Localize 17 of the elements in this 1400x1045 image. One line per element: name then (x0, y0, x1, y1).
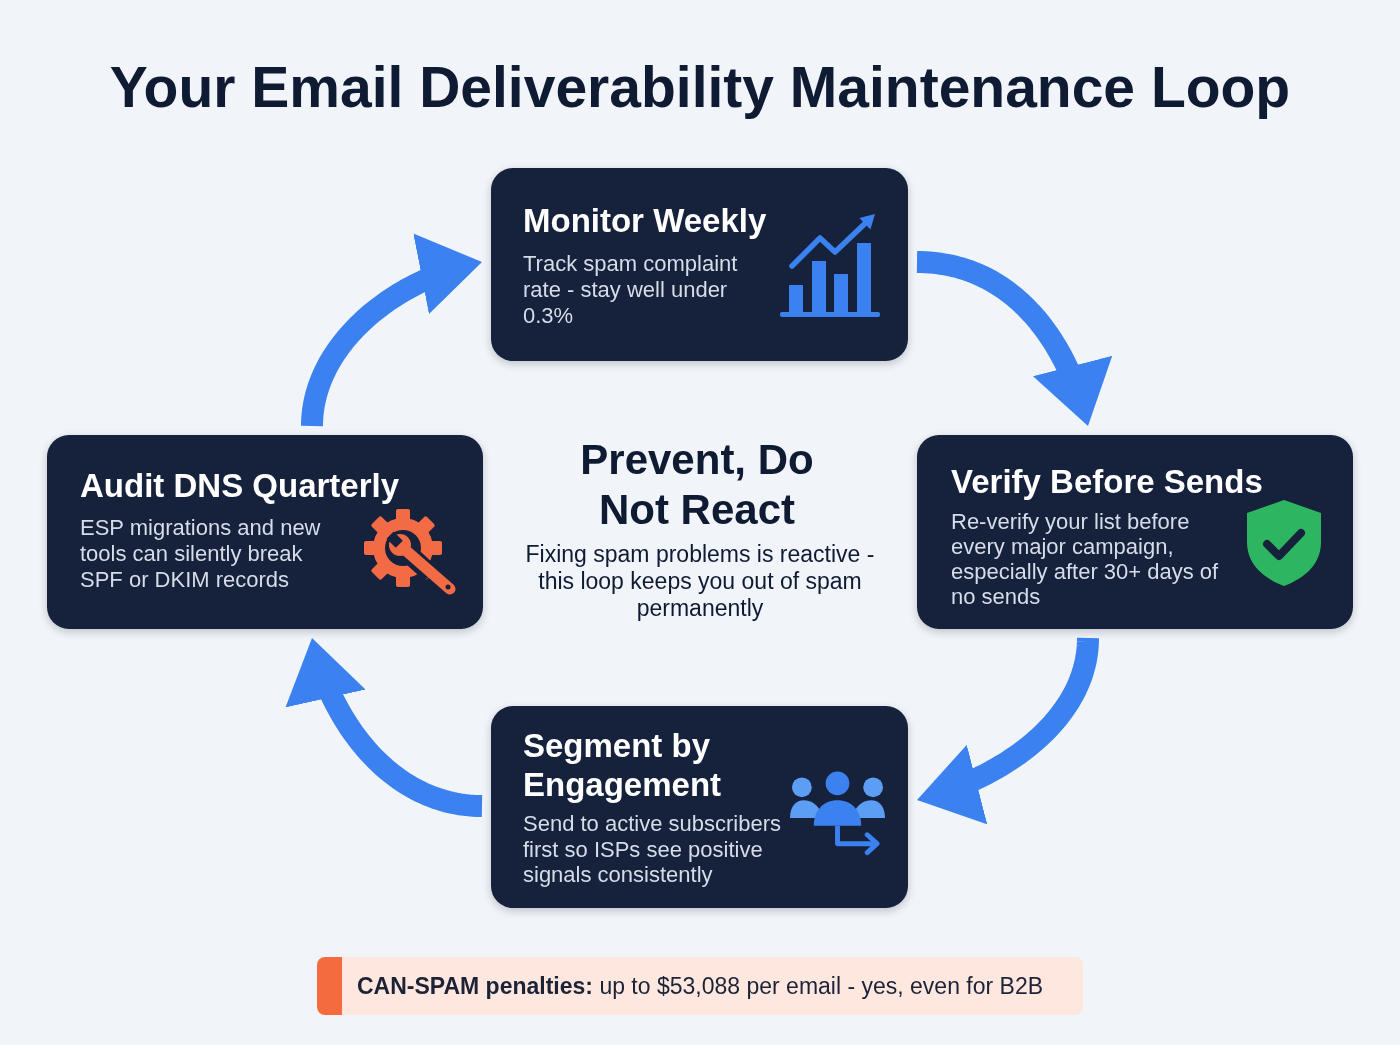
step-card (917, 435, 1353, 629)
step-card (47, 435, 483, 629)
step-card (491, 168, 908, 361)
step-description: ESP migrations and new tools can silently break SPF or DKIM records (80, 515, 322, 593)
callout-banner (317, 957, 1083, 1015)
step-title: Monitor Weekly (523, 201, 767, 240)
callout-text: CAN-SPAM penalties: up to $53,088 per email - yes, even for B2B (357, 972, 1044, 1000)
step-description: Send to active subscribers first so ISPs see positive signals consistently (523, 811, 783, 888)
step-title: Audit DNS Quarterly (80, 466, 400, 505)
title: Your Email Deliverability Maintenance Loop (108, 54, 1292, 121)
step-card (491, 706, 908, 908)
step-description: Track spam complaint rate - stay well under 0.3% (523, 251, 739, 329)
step-description: Re-verify your list before every major campaign, especially after 30+ days of no sends (951, 509, 1220, 609)
step-title: Verify Before Sends (951, 462, 1263, 501)
step-title: Segment by Engagement (523, 726, 723, 804)
center-heading: Prevent, Do Not React (579, 435, 815, 535)
center-description: Fixing spam problems is reactive - this loop keeps you out of spam permanently (524, 541, 876, 622)
